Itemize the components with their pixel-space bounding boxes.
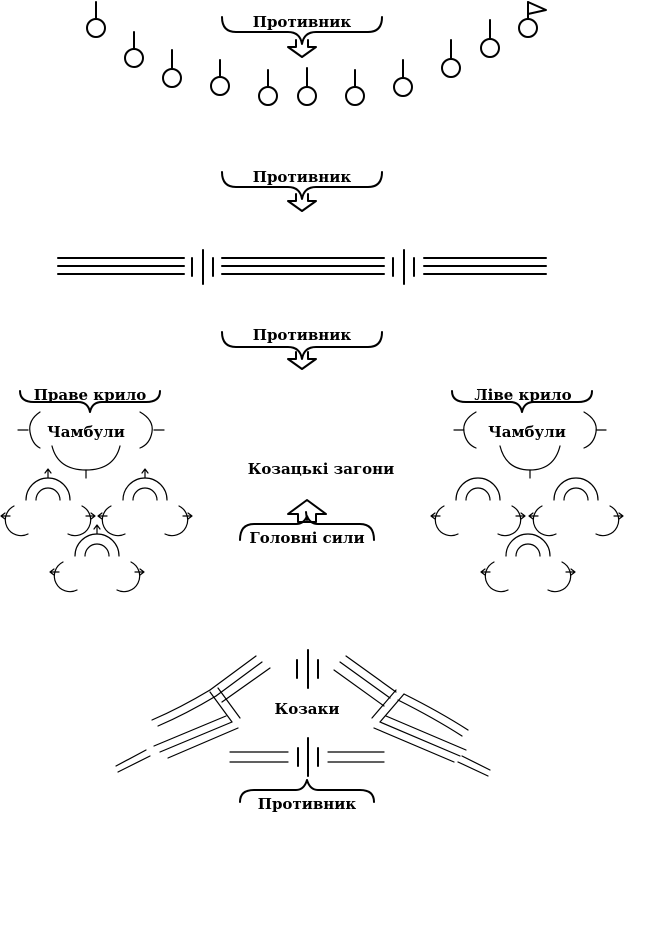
cossack-wedge: [115, 649, 491, 777]
enemy-label: Противник: [253, 326, 352, 344]
flag-unit-icon: [518, 1, 547, 38]
cossack-detachments-right: [430, 477, 624, 593]
unit-circles: [86, 1, 547, 106]
chambul-arc-icon: [463, 411, 477, 449]
enemy-label: Противник: [258, 795, 357, 813]
formation-1: Противник: [86, 1, 547, 106]
unit-icon: [124, 31, 144, 68]
enemy-brace-icon: [239, 779, 375, 803]
chambuly-label: Чамбули: [47, 423, 125, 441]
wing-brace-icon: [451, 390, 593, 413]
left-wing: Ліве крило Чамбули: [451, 386, 607, 479]
chambul-arc-icon: [583, 411, 597, 449]
unit-icon: [258, 69, 278, 106]
triple-line-formation: [57, 249, 547, 285]
down-arrow-icon: [287, 193, 317, 212]
unit-icon: [297, 67, 317, 106]
detachment-icon: [49, 524, 145, 593]
right-wing-label: Праве крило: [34, 386, 147, 404]
unit-icon: [345, 69, 365, 106]
chambul-curve-icon: [499, 445, 561, 471]
enemy-marker-3: Противник: [221, 326, 383, 370]
unit-icon: [480, 19, 500, 58]
formation-3: Противник Праве крило Чамбули Ліве крило…: [0, 326, 624, 593]
formation-2: Противник: [57, 168, 547, 285]
chambuly-label: Чамбули: [488, 423, 566, 441]
detachment-icon: [528, 477, 624, 537]
cossack-detachments-label: Козацькі загони: [248, 460, 395, 478]
detachment-icon: [0, 468, 96, 537]
enemy-label: Противник: [253, 13, 352, 31]
enemy-brace-icon: [221, 16, 383, 45]
wing-brace-icon: [19, 390, 161, 413]
unit-icon: [210, 59, 230, 96]
detachment-icon: [480, 533, 576, 593]
unit-icon: [393, 59, 413, 97]
unit-icon: [162, 49, 182, 88]
enemy-marker-2: Противник: [221, 168, 383, 212]
cossack-detachments-left: [0, 468, 193, 593]
enemy-marker-1: Противник: [221, 13, 383, 58]
chambul-arc-icon: [29, 411, 41, 449]
up-arrow-icon: [287, 499, 327, 523]
enemy-marker-4: Противник: [239, 779, 375, 813]
detachment-icon: [430, 477, 526, 537]
main-forces-brace-icon: [239, 515, 375, 541]
right-wing: Праве крило Чамбули: [17, 386, 165, 479]
detachment-icon: [97, 468, 193, 537]
enemy-brace-icon: [221, 171, 383, 200]
cossacks-label: Козаки: [275, 700, 340, 718]
chambul-curve-icon: [51, 445, 121, 471]
main-forces-label: Головні сили: [249, 529, 364, 547]
chambul-arc-icon: [139, 411, 153, 449]
down-arrow-icon: [287, 39, 317, 58]
unit-icon: [441, 39, 461, 78]
formation-4: Козаки Противник: [115, 649, 491, 813]
enemy-line-4: [229, 737, 385, 777]
enemy-brace-icon: [221, 331, 383, 360]
main-forces: Головні сили: [239, 499, 375, 547]
left-wing-label: Ліве крило: [474, 386, 571, 404]
unit-icon: [86, 1, 106, 38]
enemy-label: Противник: [253, 168, 352, 186]
down-arrow-icon: [287, 351, 317, 370]
